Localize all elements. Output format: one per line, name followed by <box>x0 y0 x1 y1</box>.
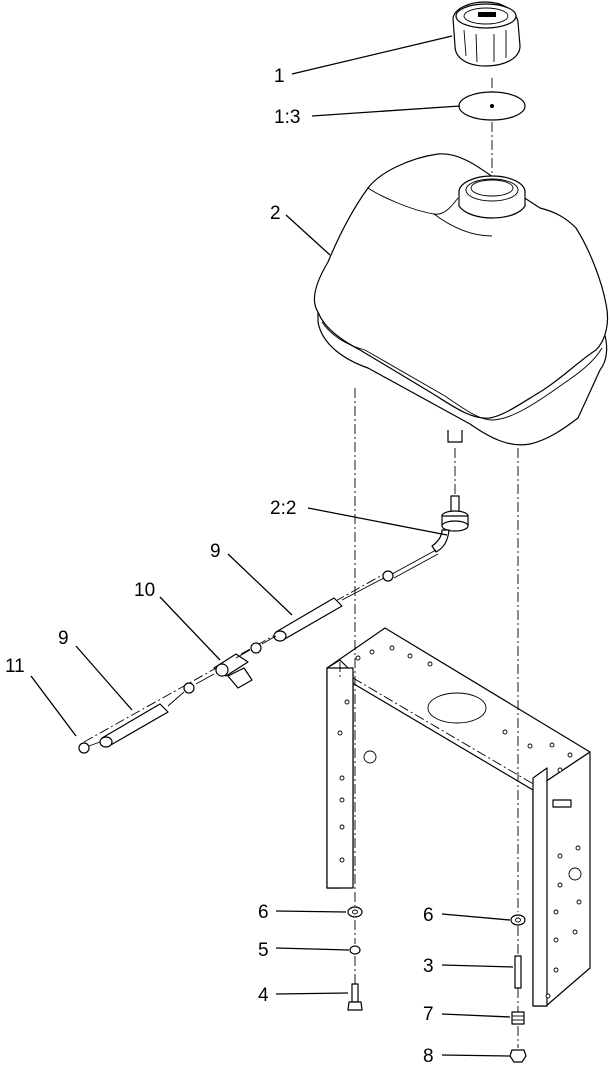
callout-labels: 1 1:3 2 2:2 9 10 9 11 6 6 5 3 4 7 8 <box>5 66 434 1067</box>
callout-8: 8 <box>423 1046 434 1067</box>
callout-9-upper: 9 <box>210 541 221 562</box>
outlet-fitting <box>431 495 469 553</box>
callout-5: 5 <box>258 940 269 961</box>
callout-11: 11 <box>5 656 25 677</box>
callout-1: 1 <box>274 66 285 87</box>
leader-lines <box>30 35 514 1057</box>
callout-6-left: 6 <box>258 902 269 923</box>
mounting-bracket <box>326 627 591 1007</box>
callout-10: 10 <box>134 580 155 601</box>
callout-4: 4 <box>258 985 269 1006</box>
callout-9-lower: 9 <box>58 628 69 649</box>
callout-1-3: 1:3 <box>274 107 300 128</box>
callout-2: 2 <box>270 203 281 224</box>
callout-6-right: 6 <box>423 905 434 926</box>
fuel-tank <box>313 153 609 446</box>
fuel-cap <box>452 1 521 67</box>
fuel-line-assembly <box>78 549 439 754</box>
cap-gasket <box>458 91 526 121</box>
callout-2-2: 2:2 <box>270 498 296 519</box>
hardware <box>347 906 527 1063</box>
callout-7: 7 <box>423 1004 434 1025</box>
callout-3: 3 <box>423 956 434 977</box>
